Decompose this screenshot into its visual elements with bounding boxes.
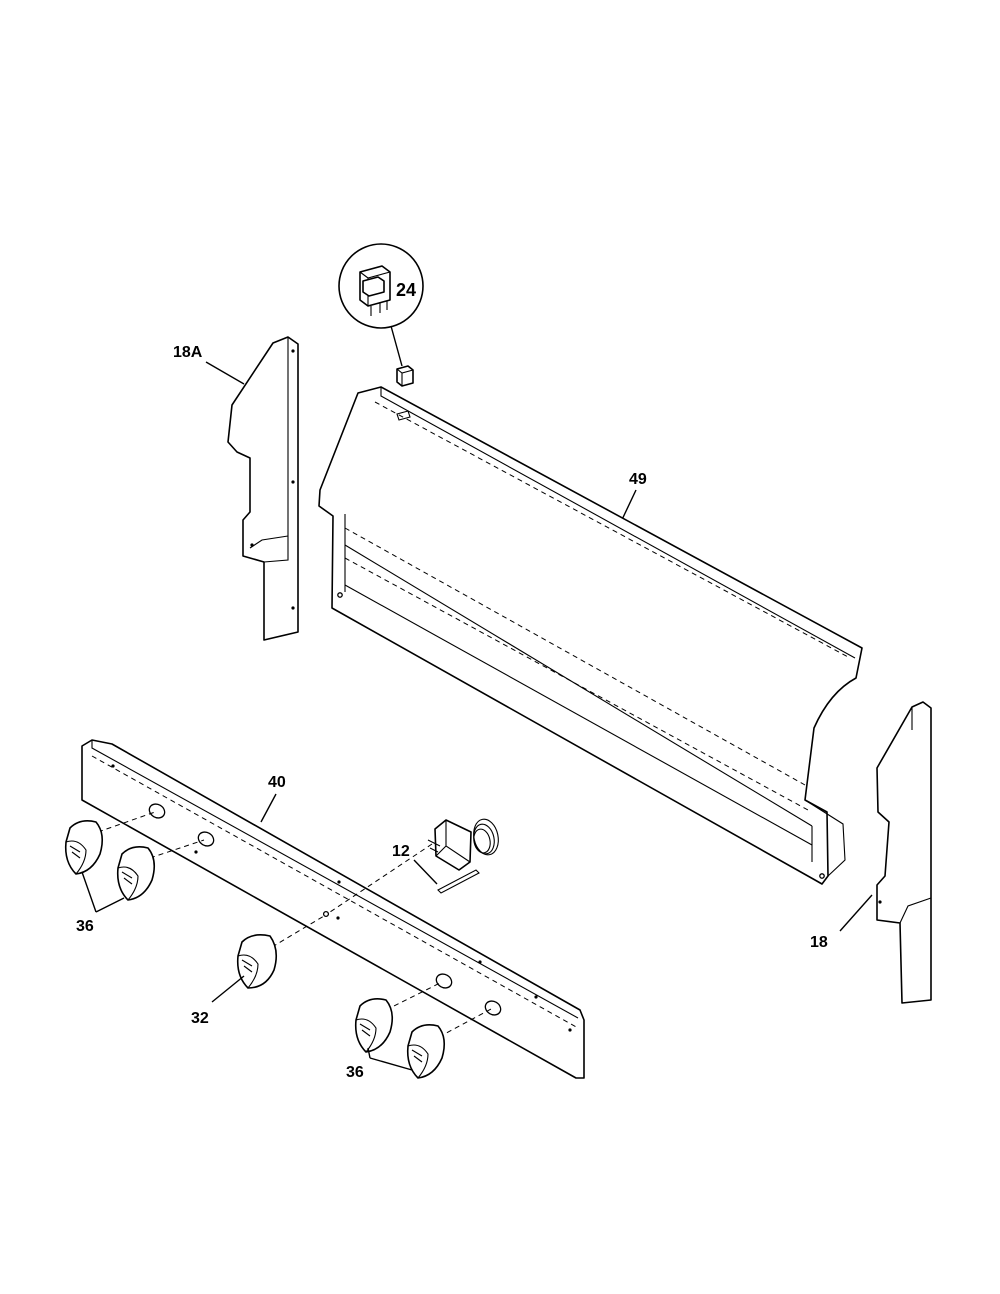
side-trim-left: [227, 336, 299, 641]
knob-hole-1: [148, 803, 166, 819]
label-32: 32: [191, 1010, 209, 1027]
switch-detail-icon: [359, 265, 391, 316]
label-49: 49: [629, 471, 647, 488]
leader-40: [260, 793, 277, 823]
knob-1-icon: [64, 820, 104, 875]
knob-axis-4: [385, 981, 443, 1011]
thermostat-coil-icon: [473, 818, 499, 856]
knob-2-icon: [116, 846, 156, 901]
leader-18a: [205, 361, 245, 385]
thermostat: [427, 818, 499, 894]
control-panel: [81, 739, 585, 1079]
knob-hole-2: [197, 831, 215, 847]
knob-axis-2: [149, 839, 205, 859]
knob-hole-4: [435, 973, 453, 989]
thermostat-shaft-hole: [322, 910, 330, 918]
label-24: 24: [396, 280, 416, 300]
label-36-left: 36: [76, 918, 94, 935]
thermostat-axis: [329, 843, 433, 913]
leader-18: [839, 894, 873, 932]
label-40: 40: [268, 774, 286, 791]
leader-36-left: [81, 871, 125, 913]
backguard-panel: [318, 386, 863, 885]
label-36-right: 36: [346, 1064, 364, 1081]
knob-axis-5: [438, 1008, 492, 1038]
knob-axis-1: [97, 811, 156, 833]
label-18a: 18A: [173, 344, 203, 361]
leader-12: [413, 859, 438, 885]
leader-32: [211, 975, 245, 1003]
knob-5-icon: [406, 1024, 446, 1079]
label-12: 12: [392, 843, 410, 860]
switch-detail-callout: 24: [338, 243, 424, 329]
switch-part-icon: [396, 365, 414, 387]
knob-hole-5: [484, 1000, 502, 1016]
leader-24: [390, 325, 403, 367]
knob-axis-3: [271, 915, 325, 948]
leader-36-right: [367, 1047, 413, 1071]
knob-3-icon: [236, 934, 278, 989]
label-18: 18: [810, 934, 828, 951]
side-trim-right: [876, 701, 932, 1004]
knob-4-icon: [354, 998, 394, 1053]
